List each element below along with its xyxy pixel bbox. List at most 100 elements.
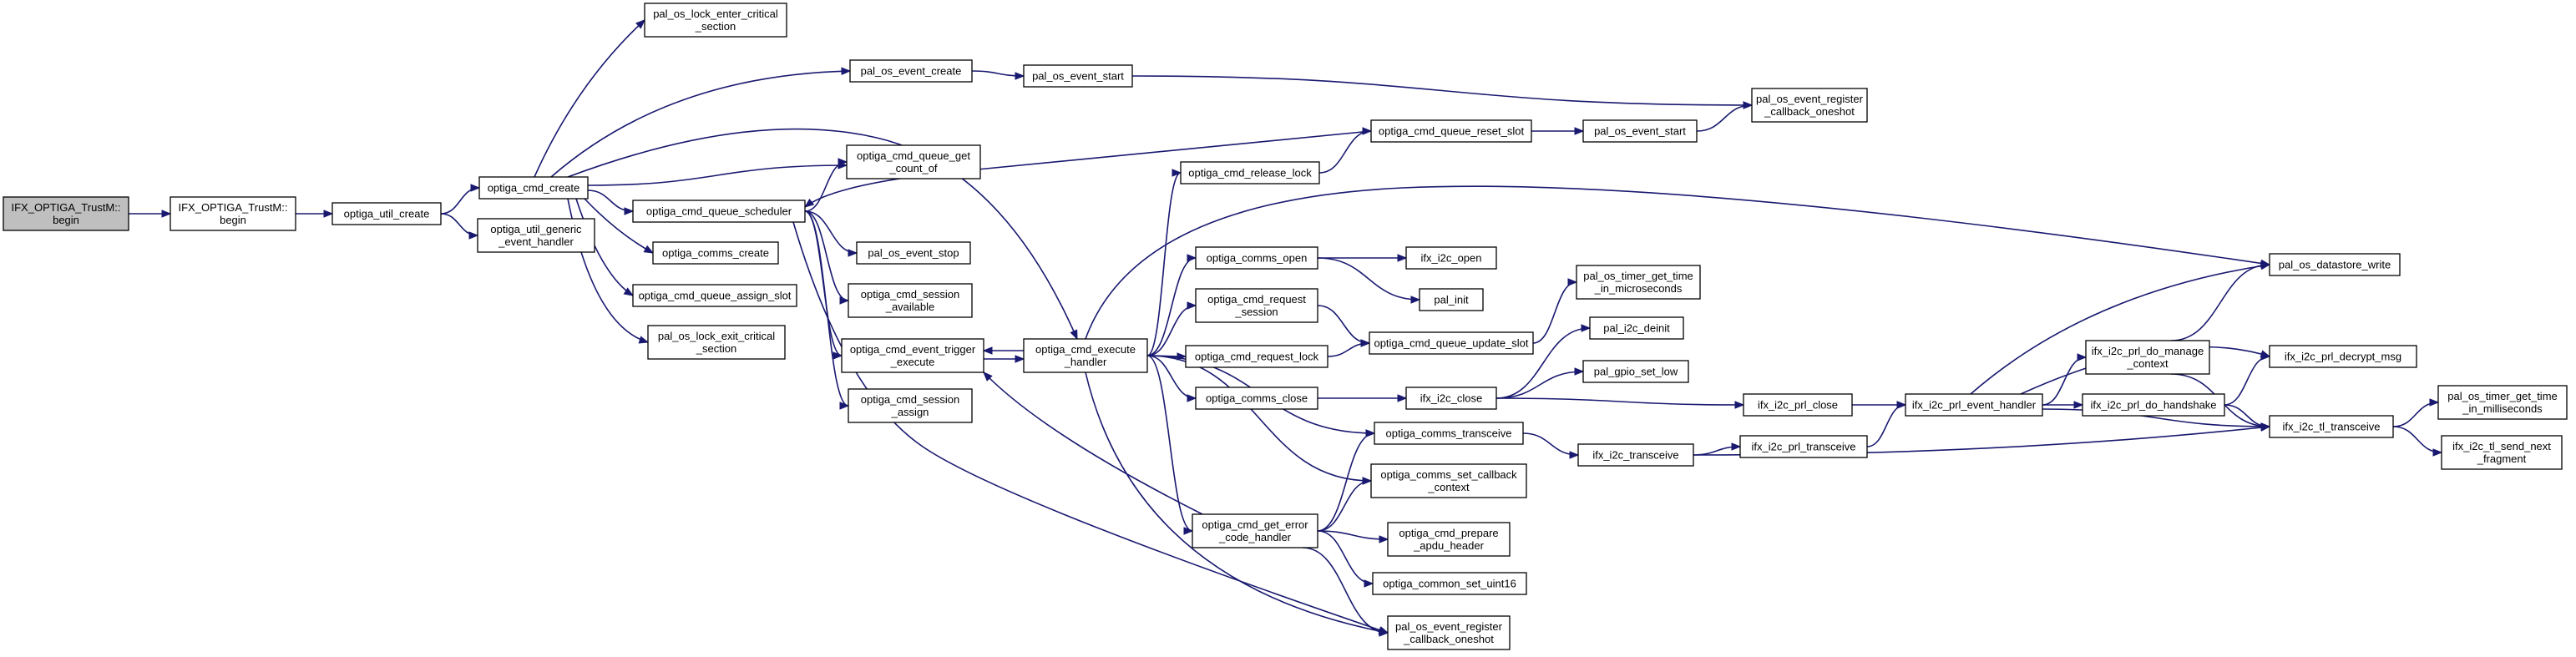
node-lock-exit[interactable]: pal_os_lock_exit_critical_section [647,325,786,360]
node-label-lock-exit-line-1: pal_os_lock_exit_critical [658,330,775,342]
arrowhead-event-trigger-to-cmd-execute-handler [1015,355,1025,363]
node-event-trigger[interactable]: optiga_cmd_event_trigger_execute [841,338,984,373]
node-ifx-i2c-open[interactable]: ifx_i2c_open [1405,246,1497,270]
node-comms-transceive[interactable]: optiga_comms_transceive [1374,422,1524,445]
node-box-queue-scheduler [632,200,806,223]
node-event-start-mid[interactable]: pal_os_event_start [1582,119,1698,143]
node-release-lock[interactable]: optiga_cmd_release_lock [1180,161,1320,184]
call-edge-get-error-code-handler-to-event-trigger [983,371,1203,515]
node-ifx-i2c-transceive[interactable]: ifx_i2c_transceive [1577,443,1694,467]
node-label-lock-enter-line-2: _section [695,20,736,33]
arrowhead-cmd-create-to-queue-assign-slot [623,287,635,296]
node-session-available[interactable]: optiga_cmd_session_available [848,283,973,318]
node-box-event-trigger [841,338,984,373]
node-label-event-create-line-1: pal_os_event_create [861,65,962,78]
call-edge-get-error-code-handler-to-register-cb-bottom [1302,547,1389,634]
node-request-lock[interactable]: optiga_cmd_request_lock [1185,345,1328,368]
node-trustm-begin[interactable]: IFX_OPTIGA_TrustM::begin [170,196,296,231]
node-i2c-deinit[interactable]: pal_i2c_deinit [1589,316,1684,340]
node-label-cmd-execute-handler-line-1: optiga_cmd_execute [1035,343,1136,356]
call-edge-event-start-top-to-register-cb-top [1131,75,1753,106]
node-box-session-assign [848,388,973,423]
node-label-comms-close-line-1: optiga_comms_close [1206,392,1308,405]
node-queue-update-slot[interactable]: optiga_cmd_queue_update_slot [1369,331,1534,355]
node-prl-event-handler[interactable]: ifx_i2c_prl_event_handler [1905,393,2043,417]
node-common-set-uint16[interactable]: optiga_common_set_uint16 [1372,572,1527,595]
node-box-util-generic-event-handler [477,218,595,253]
node-get-error-code-handler[interactable]: optiga_cmd_get_error_code_handler [1192,513,1318,548]
node-tl-send-next-fragment[interactable]: ifx_i2c_tl_send_next_fragment [2441,435,2563,470]
node-comms-close[interactable]: optiga_comms_close [1195,387,1318,410]
node-prl-close[interactable]: ifx_i2c_prl_close [1743,393,1853,417]
node-timer-get-time-us[interactable]: pal_os_timer_get_time_in_microseconds [1576,265,1701,300]
node-prepare-apdu-header[interactable]: optiga_cmd_prepare_apdu_header [1387,522,1511,557]
call-edge-cmd-execute-handler-to-comms-set-callback [1146,355,1372,482]
arrowhead-prl-do-handshake-to-tl-transceive [2260,422,2271,431]
node-label-root-line-2: begin [53,214,79,226]
node-queue-assign-slot[interactable]: optiga_cmd_queue_assign_slot [632,284,797,307]
node-lock-enter[interactable]: pal_os_lock_enter_critical_section [644,3,787,38]
node-label-request-session-line-2: _session [1234,306,1278,318]
node-queue-reset-slot[interactable]: optiga_cmd_queue_reset_slot [1370,119,1532,143]
arrowhead-cmd-create-to-queue-scheduler [624,207,635,215]
node-datastore-write[interactable]: pal_os_datastore_write [2269,253,2401,276]
node-label-register-cb-top-line-2: _callback_oneshot [1764,105,1855,118]
node-label-prl-do-handshake-line-1: ifx_i2c_prl_do_handshake [2090,399,2216,412]
node-comms-open[interactable]: optiga_comms_open [1195,246,1318,270]
node-util-generic-event-handler[interactable]: optiga_util_generic_event_handler [477,218,595,253]
node-label-comms-transceive-line-1: optiga_comms_transceive [1385,427,1511,440]
node-label-prl-transceive-line-1: ifx_i2c_prl_transceive [1751,441,1855,453]
node-prl-transceive[interactable]: ifx_i2c_prl_transceive [1739,435,1868,458]
node-box-timer-get-time-us [1576,265,1701,300]
call-edge-release-lock-to-queue-reset-slot [1318,130,1372,174]
node-timer-get-time-ms[interactable]: pal_os_timer_get_time_in_milliseconds [2437,385,2568,420]
node-cmd-create[interactable]: optiga_cmd_create [478,176,589,200]
call-edge-cmd-create-to-queue-get-count [587,164,848,186]
node-queue-get-count[interactable]: optiga_cmd_queue_get_count_of [846,144,981,179]
node-label-prepare-apdu-header-line-2: _apdu_header [1413,539,1485,552]
node-request-session[interactable]: optiga_cmd_request_session [1195,288,1318,323]
node-label-timer-get-time-us-line-1: pal_os_timer_get_time [1583,270,1693,282]
arrowhead-get-error-code-handler-to-event-trigger [983,371,993,382]
node-pal-init[interactable]: pal_init [1419,288,1484,311]
node-box-cmd-execute-handler [1023,338,1148,373]
arrowhead-prl-event-handler-to-prl-do-handshake [2073,401,2084,409]
node-session-assign[interactable]: optiga_cmd_session_assign [848,388,973,423]
node-comms-create[interactable]: optiga_comms_create [652,241,779,265]
node-prl-do-handshake[interactable]: ifx_i2c_prl_do_handshake [2082,393,2225,417]
arrowhead-cmd-execute-handler-to-get-error-code-handler [1183,527,1194,535]
node-box-ifx-i2c-transceive [1577,443,1694,467]
node-box-comms-close [1195,387,1318,410]
node-event-start-top[interactable]: pal_os_event_start [1023,64,1133,88]
node-queue-scheduler[interactable]: optiga_cmd_queue_scheduler [632,200,806,223]
node-comms-set-callback[interactable]: optiga_comms_set_callback_context [1370,463,1527,498]
node-root: IFX_OPTIGA_TrustM::begin [3,196,129,231]
node-label-session-assign-line-2: _assign [891,406,929,418]
node-event-create[interactable]: pal_os_event_create [849,59,973,83]
arrowhead-queue-scheduler-to-session-assign [839,402,850,410]
call-edge-ifx-i2c-close-to-i2c-deinit [1495,327,1591,399]
node-box-prepare-apdu-header [1387,522,1511,557]
node-prl-decrypt-msg[interactable]: ifx_i2c_prl_decrypt_msg [2269,345,2417,368]
node-event-stop[interactable]: pal_os_event_stop [856,241,971,265]
node-label-event-start-mid-line-1: pal_os_event_start [1594,125,1686,138]
arrowhead-cmd-execute-handler-to-release-lock [1172,169,1182,177]
node-util-create[interactable]: optiga_util_create [331,202,442,225]
node-box-comms-transceive [1374,422,1524,445]
node-tl-transceive[interactable]: ifx_i2c_tl_transceive [2269,415,2394,438]
arrowhead-cmd-execute-handler-to-event-trigger [982,346,993,355]
node-gpio-set-low[interactable]: pal_gpio_set_low [1582,360,1689,383]
arrowhead-ifx-i2c-close-to-i2c-deinit [1581,324,1592,332]
call-edge-ifx-i2c-close-to-prl-close [1495,397,1744,406]
node-register-cb-top[interactable]: pal_os_event_register_callback_oneshot [1751,88,1868,123]
node-register-cb-bottom[interactable]: pal_os_event_register_callback_oneshot [1387,615,1511,650]
node-box-tl-transceive [2269,415,2394,438]
node-ifx-i2c-close[interactable]: ifx_i2c_close [1405,387,1497,410]
node-label-prl-do-manage-context-line-2: _context [2126,357,2169,370]
node-cmd-execute-handler[interactable]: optiga_cmd_execute_handler [1023,338,1148,373]
node-label-queue-scheduler-line-1: optiga_cmd_queue_scheduler [646,205,792,218]
node-label-tl-send-next-fragment-line-1: ifx_i2c_tl_send_next [2452,440,2551,452]
node-box-tl-send-next-fragment [2441,435,2563,470]
node-prl-do-manage-context[interactable]: ifx_i2c_prl_do_manage_context [2085,340,2210,375]
node-box-ifx-i2c-close [1405,387,1497,410]
